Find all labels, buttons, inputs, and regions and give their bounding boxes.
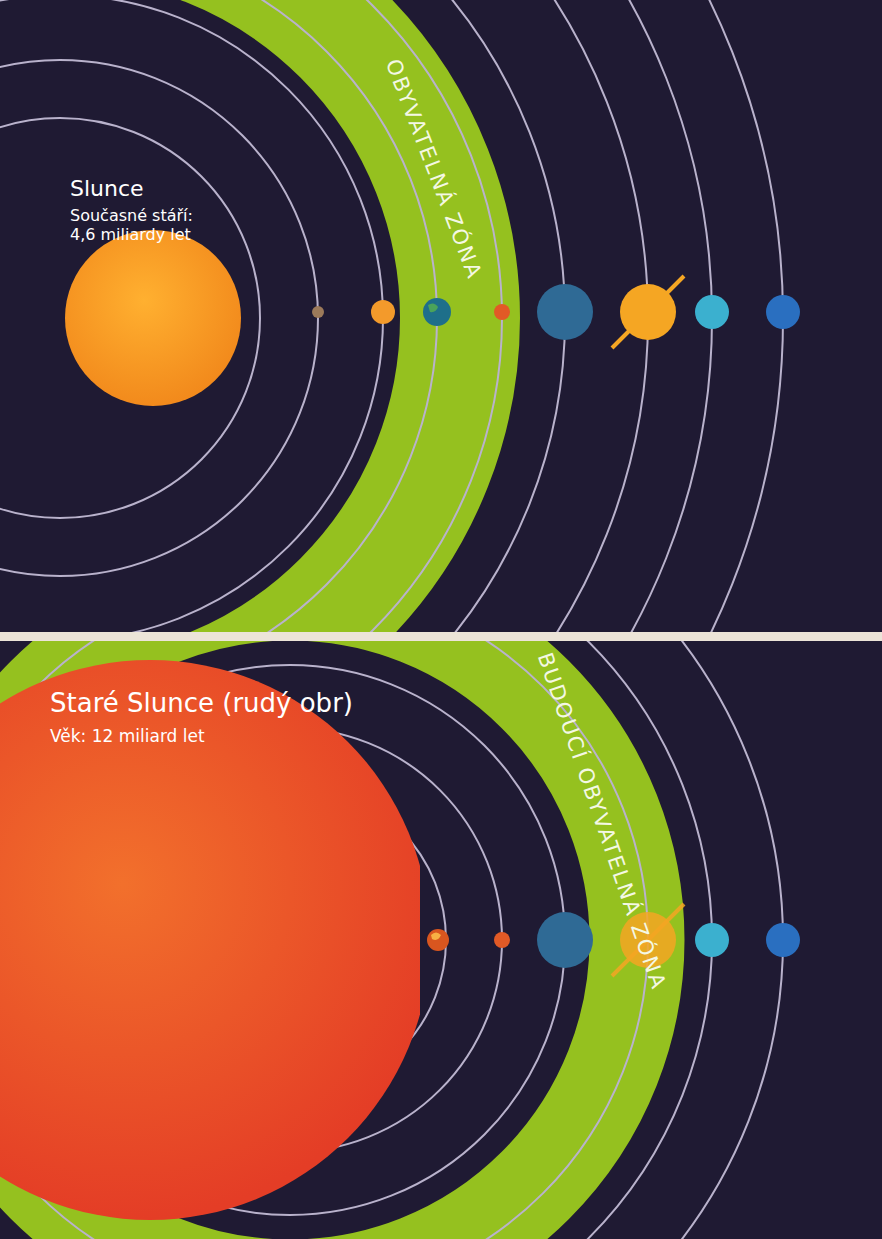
sun-label: Slunce bbox=[70, 176, 144, 202]
red-giant: Staré Slunce (rudý obr) Věk: 12 miliard l… bbox=[0, 660, 420, 1220]
red-giant-label: Staré Slunce (rudý obr) bbox=[50, 688, 353, 719]
sun-age: Současné stáří: 4,6 miliardy let bbox=[70, 206, 220, 244]
sun: SlunceSoučasné stáří: 4,6 miliardy let bbox=[64, 176, 264, 406]
red-giant-age: Věk: 12 miliard let bbox=[50, 726, 205, 746]
